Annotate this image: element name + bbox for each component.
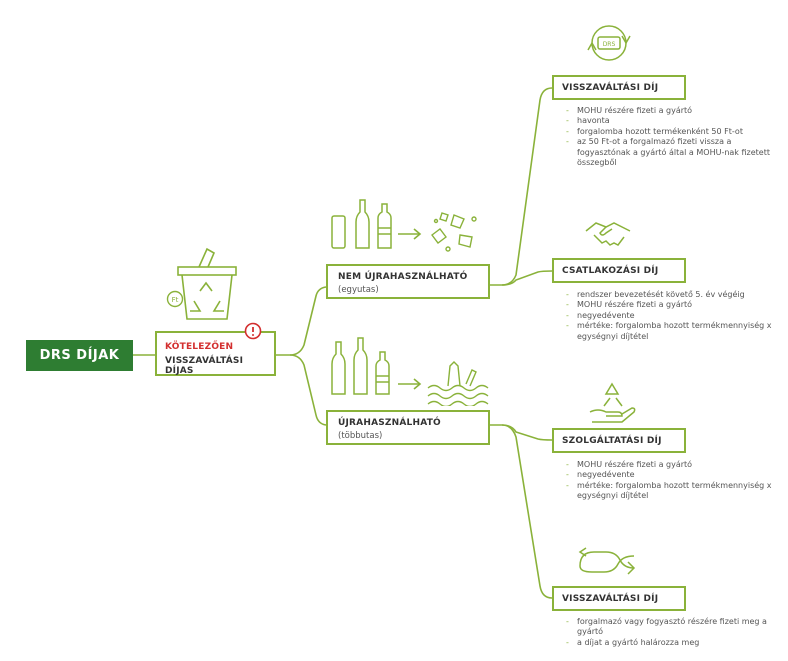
fee-4-bullet: a díjat a gyártó halározza meg	[566, 638, 780, 649]
crushed-waste-icon	[431, 212, 477, 252]
fee-4-bullets: forgalmazó vagy fogyasztó részére fizeti…	[566, 617, 780, 649]
fee-1-bullets: MOHU részére fizeti a gyártó havonta for…	[566, 106, 780, 168]
fee-2-bullet: negyedévente	[566, 311, 780, 322]
connector-to-fee2	[501, 270, 553, 286]
fee-1-bullet: forgalomba hozott termékenként 50 Ft-ot	[566, 127, 780, 138]
refund-flow-icon	[578, 547, 636, 575]
reusable-bottles-icon	[331, 337, 390, 395]
fee-box-4: VISSZAVÁLTÁSI DÍJ	[552, 586, 686, 611]
fee-2-title: CSATLAKOZÁSI DÍJ	[562, 266, 659, 276]
fee-3-title: SZOLGÁLTATÁSI DÍJ	[562, 436, 662, 446]
connector-to-nonreusable	[276, 286, 327, 356]
ft-coin-icon: Ft	[166, 290, 184, 308]
svg-text:Ft: Ft	[172, 296, 179, 304]
exclamation-icon	[244, 322, 262, 340]
reusable-title: ÚJRAHASZNÁLHATÓ	[338, 418, 441, 428]
nonreusable-title: NEM ÚJRAHASZNÁLHATÓ	[338, 272, 468, 282]
fee-2-bullet: mértéke: forgalomba hozott termékmennyis…	[566, 321, 780, 342]
washing-water-icon	[427, 361, 489, 406]
fee-3-bullet: negyedévente	[566, 470, 780, 481]
drs-badge-icon: DRS	[587, 25, 631, 61]
fee-1-title: VISSZAVÁLTÁSI DÍJ	[562, 83, 659, 93]
arrow-head-2	[413, 378, 422, 390]
reusable-subtitle: (többutas)	[338, 431, 383, 441]
handshake-icon	[585, 222, 631, 246]
fee-3-bullet: MOHU részére fizeti a gyártó	[566, 460, 780, 471]
fee-4-title: VISSZAVÁLTÁSI DÍJ	[562, 594, 659, 604]
fee-1-bullet: az 50 Ft-ot a forgalmazó fizeti vissza a…	[566, 137, 780, 168]
fee-box-2: CSATLAKOZÁSI DÍJ	[552, 258, 686, 283]
nonreusable-box: NEM ÚJRAHASZNÁLHATÓ (egyutas)	[326, 264, 490, 299]
fee-1-bullet: havonta	[566, 116, 780, 127]
mandatory-line2: VISSZAVÁLTÁSI DÍJAS	[165, 356, 244, 376]
fee-4-bullet: forgalmazó vagy fogyasztó részére fizeti…	[566, 617, 780, 638]
fee-3-bullet: mértéke: forgalomba hozott termékmennyis…	[566, 481, 780, 502]
fee-2-bullets: rendszer bevezetését követő 5. év végéig…	[566, 290, 780, 342]
svg-text:DRS: DRS	[603, 41, 616, 48]
arrow-head-1	[413, 228, 422, 240]
mandatory-line1: KÖTELEZŐEN	[165, 342, 234, 352]
fee-box-1: VISSZAVÁLTÁSI DÍJ	[552, 75, 686, 100]
fee-box-3: SZOLGÁLTATÁSI DÍJ	[552, 428, 686, 453]
fee-3-bullets: MOHU részére fizeti a gyártó negyedévent…	[566, 460, 780, 502]
fee-2-bullet: MOHU részére fizeti a gyártó	[566, 300, 780, 311]
connector-to-reusable	[289, 354, 327, 426]
single-use-bottles-icon	[331, 199, 392, 249]
hand-recycle-icon	[589, 382, 636, 423]
connector-to-fee4	[501, 424, 553, 599]
reusable-box: ÚJRAHASZNÁLHATÓ (többutas)	[326, 410, 490, 445]
root-label: DRS DÍJAK	[39, 348, 120, 363]
nonreusable-subtitle: (egyutas)	[338, 285, 379, 295]
recycling-bin-icon	[177, 247, 237, 320]
fee-1-bullet: MOHU részére fizeti a gyártó	[566, 106, 780, 117]
connector-to-fee3	[490, 424, 553, 441]
root-node: DRS DÍJAK	[26, 340, 133, 371]
fee-2-bullet: rendszer bevezetését követő 5. év végéig	[566, 290, 780, 301]
connector-to-fee1	[490, 87, 553, 286]
